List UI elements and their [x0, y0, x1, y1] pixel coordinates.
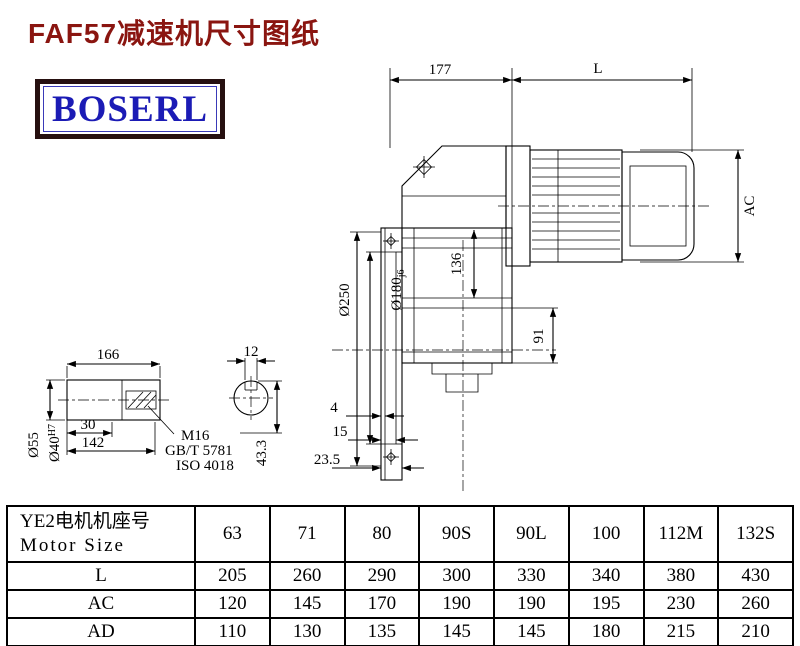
gearbox-main-housing — [401, 227, 513, 393]
table-header-row: YE2电机机座号 Motor Size 63 71 80 90S 90L 100… — [6, 505, 794, 563]
table-cell: 180 — [567, 617, 645, 646]
row-label-AD: AD — [6, 617, 196, 646]
dim-23_5: 23.5 — [314, 452, 340, 468]
motor-size-header-cn: YE2电机机座号 — [20, 511, 150, 533]
motor-size-header-cell: YE2电机机座号 Motor Size — [6, 505, 196, 563]
dim-166: 166 — [97, 347, 120, 363]
dim-L: L — [593, 61, 602, 77]
motor-size-header-en: Motor Size — [20, 534, 125, 556]
table-cell: 215 — [642, 617, 720, 646]
table-cell: 290 — [343, 561, 421, 591]
dim-136: 136 — [449, 252, 465, 275]
technical-drawing: 177 L AC — [26, 61, 758, 492]
motor-size-column: 100 — [567, 505, 645, 563]
motor-size-column: 71 — [268, 505, 346, 563]
table-cell: 110 — [194, 617, 271, 646]
dim-dia250: Ø250 — [337, 283, 353, 316]
dim-177: 177 — [429, 62, 452, 78]
row-label-L: L — [6, 561, 196, 591]
dim-AC: AC — [742, 196, 758, 217]
top-dimension-lines — [389, 68, 693, 152]
table-row-AC: AC 120 145 170 190 190 195 230 260 — [6, 589, 794, 619]
table-cell: 230 — [642, 589, 720, 619]
table-cell: 130 — [268, 617, 346, 646]
dim-dia40: Ø40H7 — [47, 424, 63, 462]
label-iso-standard: ISO 4018 — [176, 458, 234, 474]
table-cell: 205 — [194, 561, 271, 591]
dim-43_3: 43.3 — [254, 440, 270, 466]
dim-12: 12 — [244, 344, 259, 360]
dia180-dimension-lines — [366, 251, 396, 445]
table-cell: 380 — [642, 561, 720, 591]
table-cell: 340 — [567, 561, 645, 591]
motor-size-column: 90S — [418, 505, 495, 563]
table-cell: 145 — [268, 589, 346, 619]
motor-size-column: 112M — [642, 505, 720, 563]
table-cell: 190 — [418, 589, 495, 619]
dim-91: 91 — [531, 329, 547, 344]
motor-size-column: 80 — [343, 505, 421, 563]
boserl-logo-inner: BOSERL — [43, 86, 217, 132]
dia250-dimension-lines — [350, 231, 381, 467]
table-cell: 210 — [717, 617, 794, 646]
shaft-cross-section — [227, 357, 282, 434]
boserl-logo: BOSERL — [35, 79, 225, 139]
page-title: FAF57减速机尺寸图纸 — [28, 18, 321, 49]
table-cell: 145 — [418, 617, 495, 646]
table-cell: 145 — [493, 617, 570, 646]
table-cell: 260 — [268, 561, 346, 591]
motor-size-column: 63 — [194, 505, 271, 563]
dim-dia55: Ø55 — [26, 432, 42, 458]
ac-dimension-lines — [640, 149, 744, 263]
motor-outline — [498, 145, 712, 267]
table-cell: 120 — [194, 589, 271, 619]
motor-size-column: 90L — [493, 505, 570, 563]
row-label-AC: AC — [6, 589, 196, 619]
flange-thickness-dimensions — [332, 412, 424, 472]
shaft-detail-outline — [46, 360, 175, 455]
dimension-table: YE2电机机座号 Motor Size 63 71 80 90S 90L 100… — [6, 505, 794, 646]
label-gb-standard: GB/T 5781 — [165, 443, 233, 459]
table-cell: 195 — [567, 589, 645, 619]
gearbox-upper-housing — [401, 145, 507, 229]
dim-dia180: Ø180j6 — [389, 269, 407, 310]
table-row-L: L 205 260 290 300 330 340 380 430 — [6, 561, 794, 591]
dim-4: 4 — [330, 400, 338, 416]
table-cell: 430 — [717, 561, 794, 591]
dim-91-lines — [512, 307, 558, 364]
motor-size-column: 132S — [717, 505, 794, 563]
table-cell: 300 — [418, 561, 495, 591]
boserl-logo-text: BOSERL — [51, 88, 209, 130]
label-m16: M16 — [181, 428, 210, 444]
table-cell: 135 — [343, 617, 421, 646]
dim-142: 142 — [82, 435, 105, 451]
dim-30: 30 — [81, 417, 96, 433]
table-row-AD: AD 110 130 135 145 145 180 215 210 — [6, 617, 794, 646]
table-cell: 170 — [343, 589, 421, 619]
table-cell: 330 — [493, 561, 570, 591]
table-cell: 190 — [493, 589, 570, 619]
dim-15: 15 — [333, 424, 348, 440]
mounting-flange — [380, 227, 403, 481]
table-cell: 260 — [717, 589, 794, 619]
